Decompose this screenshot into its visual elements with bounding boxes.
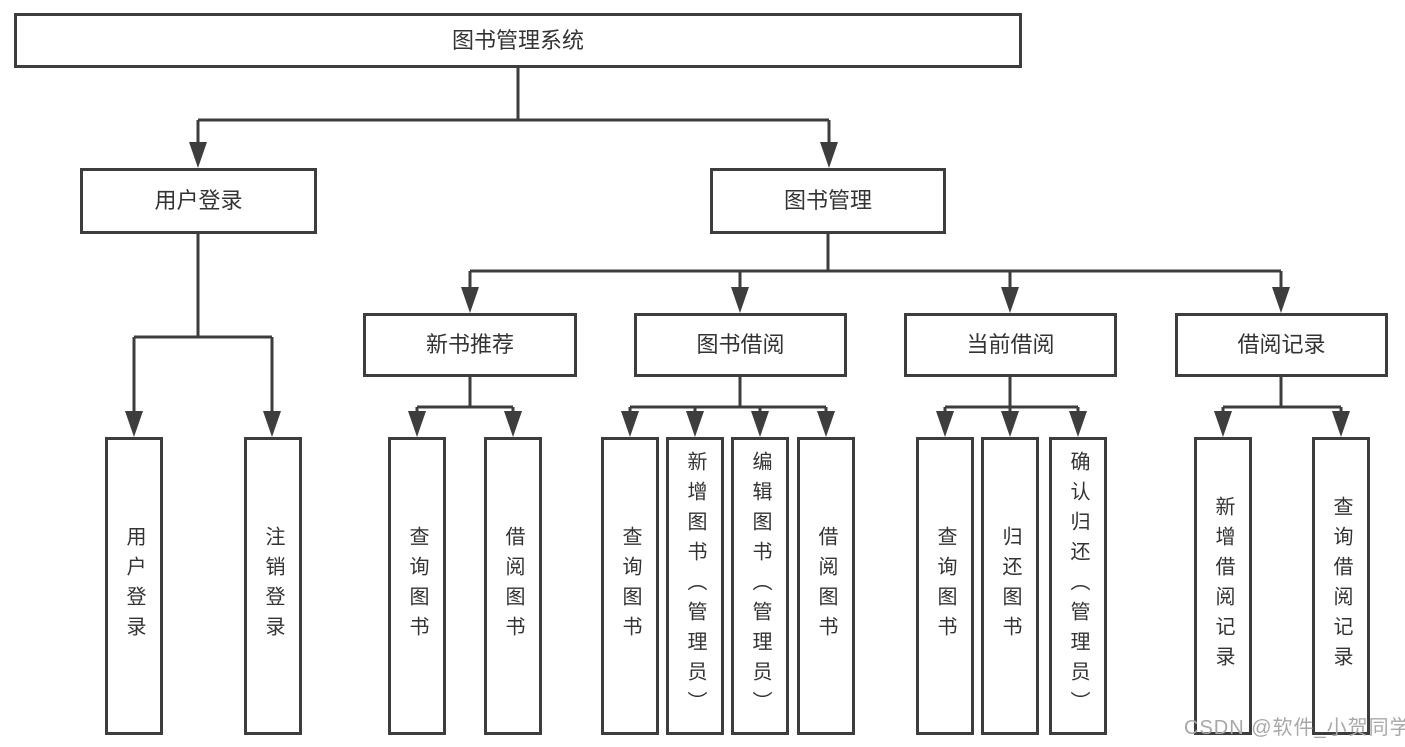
node-new-book-recommend: 新书推荐 xyxy=(363,313,577,377)
node-user-login-label: 用户登录 xyxy=(154,188,243,213)
leaf-return-books: 归还图书 xyxy=(981,437,1039,735)
leaf-add-books-admin: 新增图书（管理员） xyxy=(666,437,724,735)
node-book-management: 图书管理 xyxy=(710,168,946,234)
leaf-borrow-books-recommend: 借阅图书 xyxy=(484,437,542,735)
leaf-query-borrow-record-label: 查询借阅记录 xyxy=(1330,496,1352,676)
leaf-logout: 注销登录 xyxy=(244,437,302,735)
node-user-login: 用户登录 xyxy=(80,168,317,234)
leaf-query-books-current: 查询图书 xyxy=(916,437,974,735)
node-root-label: 图书管理系统 xyxy=(451,27,584,53)
node-borrow-records-label: 借阅记录 xyxy=(1237,332,1326,357)
leaf-return-books-label: 归还图书 xyxy=(999,526,1021,646)
leaf-edit-books-admin-label: 编辑图书（管理员） xyxy=(749,451,771,721)
leaf-add-borrow-record: 新增借阅记录 xyxy=(1194,437,1252,735)
leaf-query-books-recommend-label: 查询图书 xyxy=(406,526,428,646)
leaf-user-login: 用户登录 xyxy=(105,437,163,735)
node-book-borrow-label: 图书借阅 xyxy=(696,332,785,357)
leaf-query-books-borrow-label: 查询图书 xyxy=(619,526,641,646)
node-borrow-records: 借阅记录 xyxy=(1175,313,1388,377)
node-book-management-label: 图书管理 xyxy=(783,188,872,213)
node-root: 图书管理系统 xyxy=(14,13,1022,68)
leaf-borrow-books-label: 借阅图书 xyxy=(815,526,837,646)
leaf-query-books-current-label: 查询图书 xyxy=(934,526,956,646)
leaf-borrow-books-recommend-label: 借阅图书 xyxy=(502,526,524,646)
leaf-query-borrow-record: 查询借阅记录 xyxy=(1312,437,1370,735)
leaf-query-books-borrow: 查询图书 xyxy=(601,437,659,735)
leaf-add-borrow-record-label: 新增借阅记录 xyxy=(1212,496,1234,676)
leaf-confirm-return-admin-label: 确认归还（管理员） xyxy=(1067,451,1089,721)
leaf-add-books-admin-label: 新增图书（管理员） xyxy=(684,451,706,721)
arrowhead-icons xyxy=(125,142,1350,437)
leaf-logout-label: 注销登录 xyxy=(262,526,284,646)
leaf-user-login-label: 用户登录 xyxy=(123,526,145,646)
leaf-edit-books-admin: 编辑图书（管理员） xyxy=(731,437,789,735)
node-new-book-recommend-label: 新书推荐 xyxy=(425,332,514,357)
node-current-borrow-label: 当前借阅 xyxy=(966,332,1055,357)
leaf-confirm-return-admin: 确认归还（管理员） xyxy=(1049,437,1107,735)
node-book-borrow: 图书借阅 xyxy=(634,313,847,377)
csdn-watermark: CSDN @软件_小贺同学 xyxy=(1184,717,1405,739)
leaf-query-books-recommend: 查询图书 xyxy=(388,437,446,735)
node-current-borrow: 当前借阅 xyxy=(904,313,1117,377)
leaf-borrow-books: 借阅图书 xyxy=(797,437,855,735)
